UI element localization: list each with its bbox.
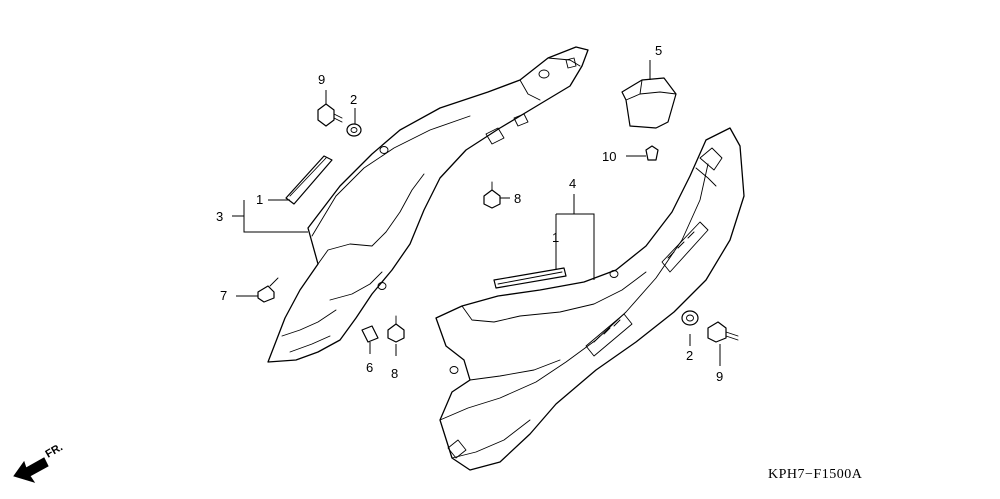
callout-3: 3 [216,209,223,224]
callout-7: 7 [220,288,227,303]
bolt-right [707,321,739,343]
front-direction-indicator: FR. [13,441,65,483]
rear-cap [621,77,677,129]
direction-label: FR. [44,441,65,460]
callout-8-lower: 8 [391,366,398,381]
right-side-cover [435,127,745,471]
callout-9-top: 9 [318,72,325,87]
grommet-right [681,310,699,326]
callout-2-top: 2 [350,92,357,107]
screw-upper [483,181,501,209]
small-screw [645,145,659,161]
callout-1-left: 1 [256,192,263,207]
callout-6: 6 [366,360,373,375]
leader-lines [232,60,721,366]
left-side-cover [267,46,589,363]
callout-5: 5 [655,43,662,58]
bolt-left [257,277,279,303]
callout-4: 4 [569,176,576,191]
callout-9-right: 9 [716,369,723,384]
drawing-code: KPH7−F1500A [768,467,863,482]
callout-8-upper: 8 [514,191,521,206]
screw-lower [387,315,405,343]
trim-strip-right [493,267,567,289]
clip [361,325,379,343]
front-arrow-icon [13,457,49,483]
grommet-top [346,123,362,137]
bolt-top [317,103,343,127]
callout-1-right: 1 [552,230,559,245]
callout-2-right: 2 [686,348,693,363]
callout-10: 10 [602,149,616,164]
trim-strip-left [285,155,333,205]
callout-numbers: 9 2 1 3 7 6 8 8 5 10 4 1 2 9 [216,43,723,384]
